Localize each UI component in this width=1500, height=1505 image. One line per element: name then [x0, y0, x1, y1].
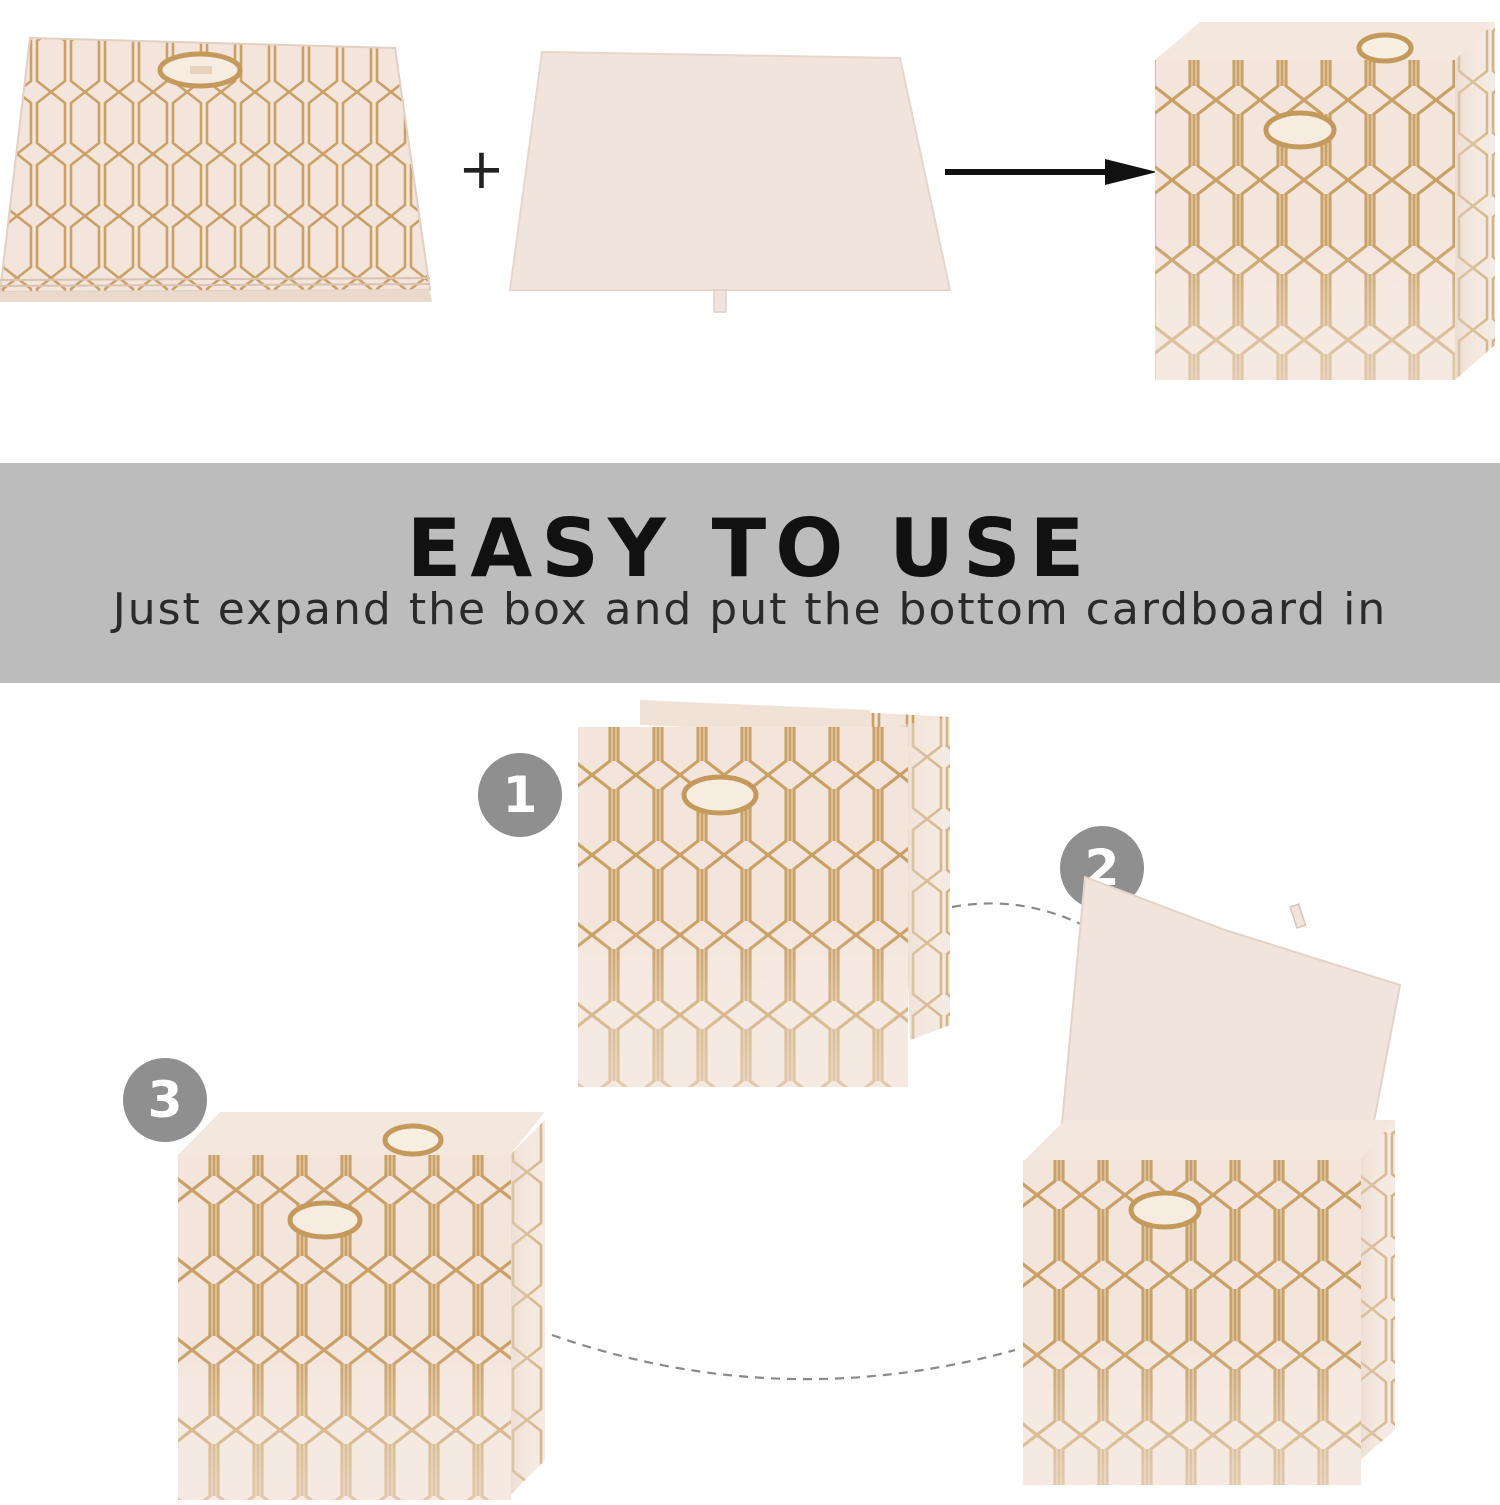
completed-box-image [178, 1112, 545, 1500]
banner-subtitle: Just expand the box and put the bottom c… [112, 584, 1388, 635]
right-arrow-icon [945, 159, 1157, 185]
unfolding-box-image [578, 700, 950, 1087]
dashed-connector-lower [551, 1333, 1016, 1381]
step-3-badge: 3 [123, 1058, 207, 1142]
banner-title: EASY TO USE [406, 502, 1094, 595]
bottom-cardboard-image [508, 50, 952, 313]
easy-to-use-banner: EASY TO USE Just expand the box and put … [0, 463, 1500, 683]
step-1-badge: 1 [478, 753, 562, 837]
insert-cardboard-box-image [1023, 875, 1402, 1485]
assembled-box-image [1155, 22, 1495, 380]
plus-symbol: + [458, 137, 505, 202]
dashed-connector-upper [951, 902, 1121, 948]
folded-box-image [0, 36, 432, 302]
